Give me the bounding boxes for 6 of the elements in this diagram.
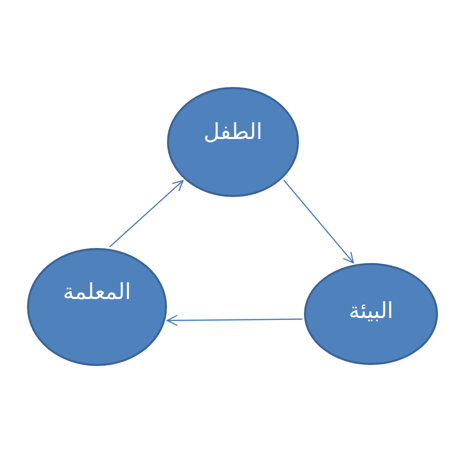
- node-label: البيئة: [348, 298, 394, 326]
- arrow: [166, 314, 302, 326]
- node-label: الطفل: [204, 120, 262, 146]
- arrow: [283, 180, 354, 264]
- arrow: [109, 180, 184, 248]
- node-label: المعلمة: [63, 280, 131, 306]
